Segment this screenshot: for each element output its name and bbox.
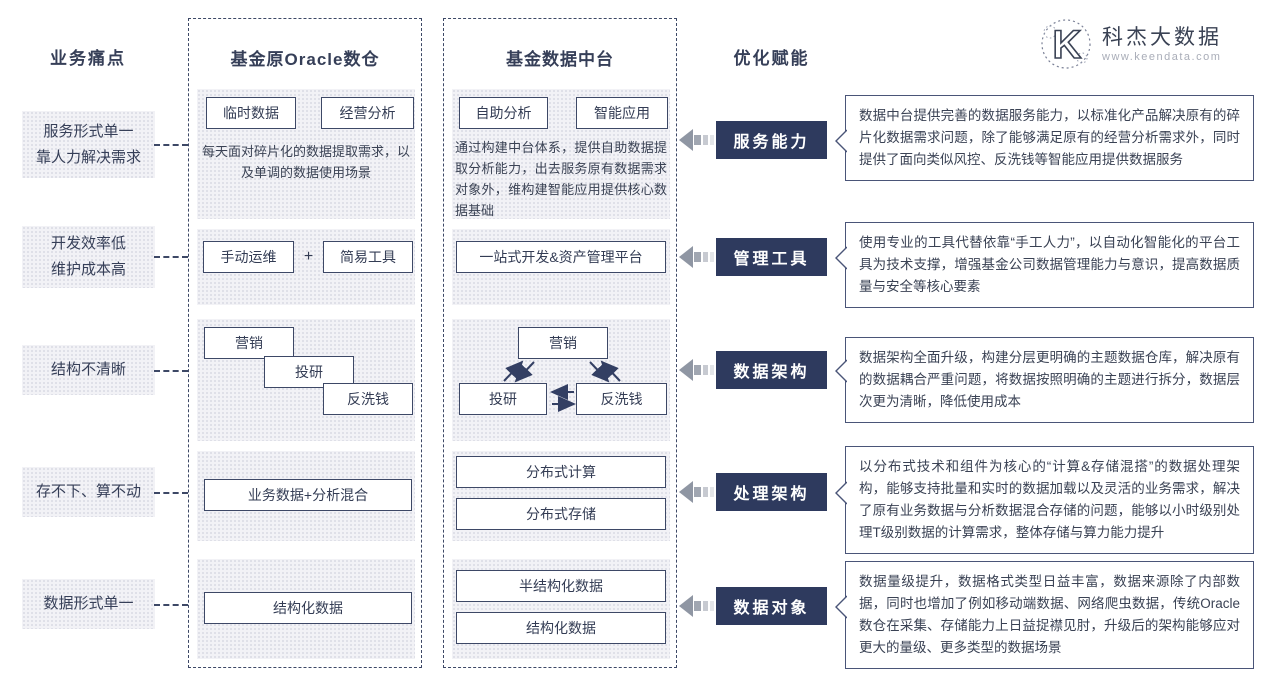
section-caption: 每天面对碎片化的数据提取需求，以及单调的数据使用场景 — [201, 144, 410, 180]
left-arrow-icon — [679, 129, 714, 151]
dashed-connector — [154, 370, 188, 372]
platform-section-tools: 一站式开发&资产管理平台 — [452, 229, 670, 305]
node-box: 结构化数据 — [204, 592, 412, 624]
platform-section-processing: 分布式计算 分布式存储 — [452, 451, 670, 541]
platform-section-service: 自助分析 智能应用 通过构建中台体系，提供自助数据提取分析能力，出去服务原有数据… — [452, 89, 670, 219]
description-text: 数据量级提升，数据格式类型日益丰富，数据来源除了内部数据，同时也增加了例如移动端… — [859, 574, 1240, 655]
node-box: 半结构化数据 — [456, 570, 666, 602]
pain-item: 结构不清晰 — [22, 345, 155, 395]
pain-line: 服务形式单一 — [43, 122, 134, 140]
dashed-connector — [154, 604, 188, 606]
node-box: 结构化数据 — [456, 612, 666, 644]
description-text: 数据架构全面升级，构建分层更明确的主题数据仓库，解决原有的数据耦合严重问题，将数… — [859, 350, 1240, 409]
brand-logo: K 科杰大数据 www.keendata.com — [1038, 14, 1222, 74]
left-arrow-icon — [679, 595, 714, 617]
optimize-label-tools: 管理工具 — [716, 238, 827, 276]
node-box: 一站式开发&资产管理平台 — [456, 241, 666, 273]
pain-item: 存不下、算不动 — [22, 467, 155, 517]
oracle-column: 基金原Oracle数仓 临时数据 经营分析 每天面对碎片化的数据提取需求，以及单… — [188, 18, 422, 668]
bubble-tail — [835, 246, 847, 270]
dashed-connector — [154, 144, 188, 146]
bubble-tail — [835, 481, 847, 505]
optimize-label-service: 服务能力 — [716, 121, 827, 159]
node-box: 业务数据+分析混合 — [204, 479, 412, 511]
keendata-logo-icon: K — [1041, 19, 1091, 69]
oracle-section-service: 临时数据 经营分析 每天面对碎片化的数据提取需求，以及单调的数据使用场景 — [197, 89, 415, 219]
description-text: 使用专业的工具代替依靠“手工人力”，以自动化智能化的平台工具为技术支撑，增强基金… — [859, 235, 1240, 294]
node-box: 分布式计算 — [456, 456, 666, 488]
node-box: 营销 — [518, 327, 608, 359]
dashed-connector — [154, 256, 188, 258]
svg-text:K: K — [1053, 23, 1082, 67]
node-box: 营销 — [204, 327, 294, 359]
platform-section-structure: 营销 投研 反洗钱 — [452, 319, 670, 441]
left-arrow-icon — [679, 359, 714, 381]
platform-section-dataform: 半结构化数据 结构化数据 — [452, 559, 670, 659]
oracle-section-dataform: 结构化数据 — [197, 559, 415, 659]
optimize-label-dataobject: 数据对象 — [716, 587, 827, 625]
node-box: 投研 — [459, 383, 547, 415]
pain-column-title: 业务痛点 — [50, 49, 126, 68]
dashed-connector — [154, 492, 188, 494]
oracle-section-tools: 手动运维 + 简易工具 — [197, 229, 415, 305]
node-box: 临时数据 — [206, 97, 296, 129]
pain-line: 数据形式单一 — [43, 595, 134, 612]
node-box: 智能应用 — [576, 97, 668, 129]
pain-item: 数据形式单一 — [22, 579, 155, 629]
node-box: 分布式存储 — [456, 498, 666, 530]
brand-url: www.keendata.com — [1102, 51, 1222, 63]
brand-name: 科杰大数据 — [1102, 26, 1222, 49]
pain-item: 开发效率低 维护成本高 — [22, 226, 155, 288]
pain-line: 结构不清晰 — [50, 361, 126, 378]
bubble-tail — [835, 595, 847, 619]
description-text: 数据中台提供完善的数据服务能力，以标准化产品解决原有的碎片化数据需求问题，除了能… — [859, 108, 1240, 167]
node-box: 手动运维 — [203, 241, 294, 273]
node-box: 经营分析 — [321, 97, 414, 129]
platform-column-title: 基金数据中台 — [506, 50, 614, 69]
description-box: 数据架构全面升级，构建分层更明确的主题数据仓库，解决原有的数据耦合严重问题，将数… — [835, 337, 1254, 423]
pain-line: 开发效率低 — [50, 235, 126, 252]
pain-line: 靠人力解决需求 — [35, 148, 141, 166]
description-box: 数据中台提供完善的数据服务能力，以标准化产品解决原有的碎片化数据需求问题，除了能… — [835, 95, 1254, 181]
pain-line: 维护成本高 — [50, 261, 126, 278]
section-caption: 通过构建中台体系，提供自助数据提取分析能力，出去服务原有数据需求对象外，维构建智… — [455, 140, 667, 218]
description-box: 数据量级提升，数据格式类型日益丰富，数据来源除了内部数据，同时也增加了例如移动端… — [835, 561, 1254, 669]
bubble-tail — [835, 359, 847, 383]
optimize-label-architecture: 数据架构 — [716, 351, 827, 389]
oracle-section-storage: 业务数据+分析混合 — [197, 451, 415, 541]
description-text: 以分布式技术和组件为核心的“计算&存储混搭”的数据处理架构，能够支持批量和实时的… — [859, 459, 1240, 540]
description-box: 使用专业的工具代替依靠“手工人力”，以自动化智能化的平台工具为技术支撑，增强基金… — [835, 222, 1254, 308]
node-box: 投研 — [264, 356, 354, 388]
node-box: 反洗钱 — [576, 383, 667, 415]
optimize-column-title: 优化赋能 — [733, 49, 810, 68]
oracle-column-title: 基金原Oracle数仓 — [230, 50, 380, 69]
node-box: 简易工具 — [323, 241, 413, 273]
description-box: 以分布式技术和组件为核心的“计算&存储混搭”的数据处理架构，能够支持批量和实时的… — [835, 446, 1254, 554]
oracle-section-structure: 营销 投研 反洗钱 — [197, 319, 415, 441]
brand-text: 科杰大数据 www.keendata.com — [1102, 25, 1222, 63]
left-arrow-icon — [679, 246, 714, 268]
platform-column: 基金数据中台 自助分析 智能应用 通过构建中台体系，提供自助数据提取分析能力，出… — [443, 18, 677, 668]
plus-sign: + — [303, 248, 314, 265]
bubble-tail — [835, 129, 847, 153]
pain-item: 服务形式单一 靠人力解决需求 — [22, 111, 155, 178]
optimize-label-processing: 处理架构 — [716, 473, 827, 511]
node-box: 自助分析 — [459, 97, 548, 129]
node-box: 反洗钱 — [323, 383, 413, 415]
flow-arrows — [503, 360, 621, 412]
pain-line: 存不下、算不动 — [35, 483, 141, 500]
left-arrow-icon — [679, 481, 714, 503]
